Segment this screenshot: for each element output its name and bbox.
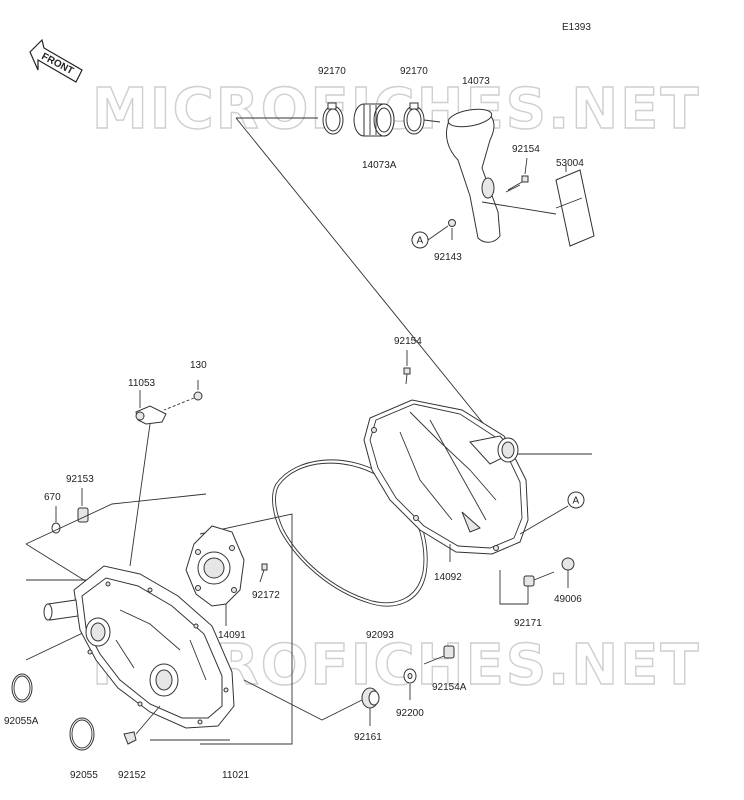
label-92172: 92172 xyxy=(252,590,280,601)
svg-text:A: A xyxy=(417,236,424,247)
label-11021: 11021 xyxy=(222,770,250,781)
label-14091: 14091 xyxy=(218,630,246,641)
oring-92055A xyxy=(11,673,33,703)
inner-plate-14091 xyxy=(185,525,245,626)
label-92093: 92093 xyxy=(366,630,394,641)
outer-cover-14092 xyxy=(363,399,529,562)
svg-text:A: A xyxy=(573,496,580,507)
decal-53004 xyxy=(555,164,595,247)
bracket-11053 xyxy=(135,390,167,425)
clamp-92170-right xyxy=(403,102,425,135)
label-92161: 92161 xyxy=(354,732,382,743)
bolt-92154-top xyxy=(505,157,529,193)
label-92171: 92171 xyxy=(514,618,542,629)
plug-92153 xyxy=(77,488,89,523)
watermark-top: MICROFICHES.NET xyxy=(92,77,701,142)
washer-92143 xyxy=(448,219,456,240)
screw-92171 xyxy=(523,571,555,604)
label-14073A: 14073A xyxy=(362,160,397,171)
clamp-92170-left xyxy=(322,102,344,135)
bolt-92172 xyxy=(259,563,268,583)
oring-92055 xyxy=(69,717,95,751)
bolt-92154-middle xyxy=(403,350,411,385)
label-670: 670 xyxy=(44,492,61,503)
grommet-49006 xyxy=(561,557,575,588)
label-49006: 49006 xyxy=(554,594,582,605)
label-11053: 11053 xyxy=(128,378,156,389)
label-92154-top: 92154 xyxy=(512,144,540,155)
damper-92161 xyxy=(361,687,380,726)
label-92154-middle: 92154 xyxy=(394,336,422,347)
intake-duct-14073 xyxy=(445,108,501,243)
label-92055: 92055 xyxy=(70,770,98,781)
diagram-code: E1393 xyxy=(562,22,591,33)
label-92153: 92153 xyxy=(66,474,94,485)
label-92143: 92143 xyxy=(434,252,462,263)
clutch-cover-11021 xyxy=(43,565,235,729)
label-130: 130 xyxy=(190,360,207,371)
label-92200: 92200 xyxy=(396,708,424,719)
intake-boot-14073A xyxy=(353,103,395,137)
gasket-92093 xyxy=(272,459,428,607)
plug-92152 xyxy=(123,731,137,745)
label-92055A: 92055A xyxy=(4,716,39,727)
washer-92200 xyxy=(403,668,417,700)
label-92170-left: 92170 xyxy=(318,66,346,77)
bolt-92154A xyxy=(423,645,455,665)
label-92152: 92152 xyxy=(118,770,146,781)
ref-marker-a-top: A xyxy=(411,225,449,249)
label-92170-right: 92170 xyxy=(400,66,428,77)
label-53004: 53004 xyxy=(556,158,584,169)
front-arrow-icon: FRONT xyxy=(29,38,83,83)
bolt-130 xyxy=(163,380,203,411)
label-92154A: 92154A xyxy=(432,682,467,693)
label-14092: 14092 xyxy=(434,572,462,583)
ref-marker-a-bottom: A xyxy=(519,491,585,535)
label-14073: 14073 xyxy=(462,76,490,87)
